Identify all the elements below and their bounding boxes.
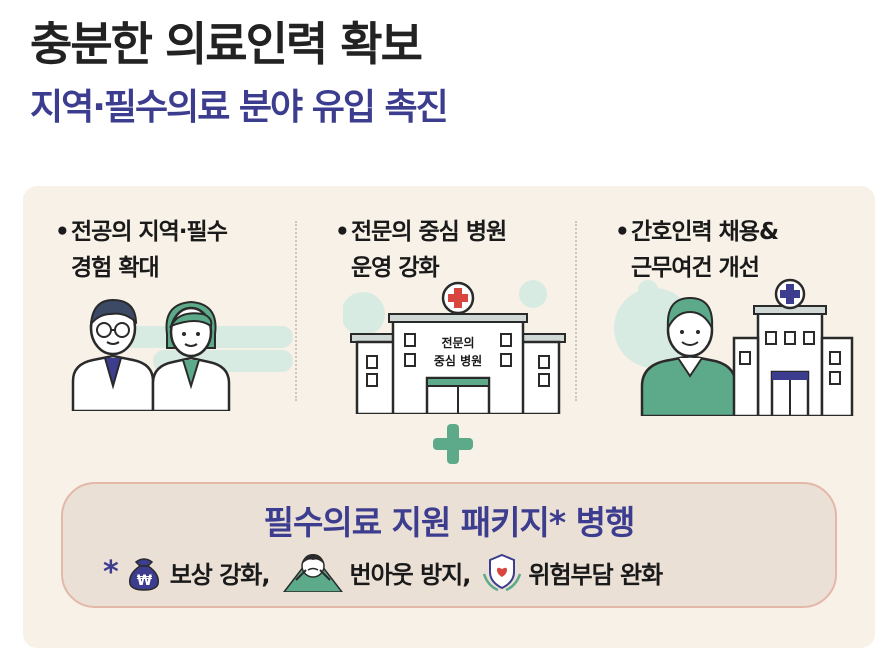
- column-nursing-staff: •간호인력 채용& 근무여건 개선: [595, 214, 875, 414]
- shield-care-icon: [483, 553, 522, 592]
- column-2-line-1: 전문의 중심 병원: [351, 219, 507, 245]
- support-package-box: 필수의료 지원 패키지* 병행 * ₩ 보상 강화, 번아웃 방지,: [61, 482, 837, 608]
- column-divider: [295, 221, 297, 401]
- column-3-line-2: 근무여건 개선: [631, 255, 760, 281]
- column-1-text: •전공의 지역·필수 경험 확대: [55, 214, 228, 286]
- column-divider: [575, 221, 577, 401]
- package-item-compensation: 보상 강화,: [169, 560, 271, 589]
- column-resident-doctors: •전공의 지역·필수 경험 확대: [35, 214, 315, 414]
- doctors-icon: [71, 298, 293, 411]
- nurse-icon: [614, 278, 854, 416]
- hospital-sign-line-2: 중심 병원: [434, 353, 482, 368]
- won-symbol: ₩: [136, 573, 152, 589]
- column-3-line-1: 간호인력 채용&: [631, 219, 779, 245]
- package-item-burnout: 번아웃 방지,: [349, 560, 472, 589]
- money-bag-icon: ₩: [128, 558, 159, 591]
- column-1-line-2: 경험 확대: [71, 255, 160, 281]
- page-title: 충분한 의료인력 확보: [30, 17, 423, 71]
- bullet: •: [335, 219, 350, 245]
- content-panel: •전공의 지역·필수 경험 확대 •전문의 중심 병원 운영 강화 •간호인력 …: [23, 186, 875, 648]
- column-3-text: •간호인력 채용& 근무여건 개선: [615, 214, 779, 286]
- hospital-sign-line-1: 전문의: [441, 335, 474, 350]
- page-subtitle: 지역·필수의료 분야 유입 촉진: [30, 87, 449, 128]
- column-2-text: •전문의 중심 병원 운영 강화: [335, 214, 507, 286]
- column-2-line-2: 운영 강화: [351, 255, 440, 281]
- package-items: * ₩ 보상 강화, 번아웃 방지, 위험부담 완화: [103, 550, 674, 594]
- column-specialist-hospital: •전문의 중심 병원 운영 강화: [315, 214, 595, 414]
- package-title: 필수의료 지원 패키지* 병행: [263, 503, 636, 542]
- burnout-person-icon: [282, 554, 343, 592]
- hospital-icon: 전문의 중심 병원: [343, 280, 566, 414]
- footnote-star: *: [103, 554, 119, 590]
- package-item-risk: 위험부담 완화: [528, 560, 663, 589]
- bullet: •: [55, 219, 70, 245]
- bullet: •: [615, 219, 630, 245]
- plus-icon: [433, 424, 473, 464]
- column-1-line-1: 전공의 지역·필수: [71, 219, 228, 245]
